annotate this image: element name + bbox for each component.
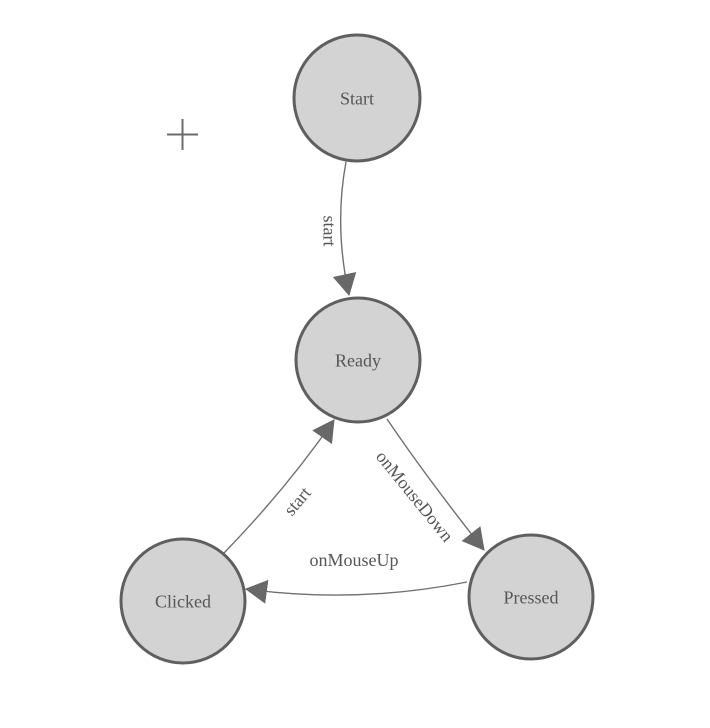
edge-label-onmousedown: onMouseDown xyxy=(372,447,457,546)
edge-clicked-to-ready[interactable]: start xyxy=(223,419,335,554)
node-clicked[interactable]: Clicked xyxy=(119,537,247,665)
edge-start-to-ready[interactable]: start xyxy=(320,161,357,296)
edge-ready-to-pressed[interactable]: onMouseDown xyxy=(372,418,485,551)
node-label-clicked: Clicked xyxy=(155,591,211,611)
edge-pressed-to-clicked[interactable]: onMouseUp xyxy=(245,550,468,604)
node-pressed[interactable]: Pressed xyxy=(467,533,595,661)
crosshair-cursor-icon xyxy=(167,119,198,150)
edge-label-start-bottom: start xyxy=(280,483,315,520)
edge-label-start-top: start xyxy=(320,216,340,247)
edge-label-onmouseup: onMouseUp xyxy=(310,550,399,570)
node-label-pressed: Pressed xyxy=(504,587,559,607)
node-start[interactable]: Start xyxy=(292,33,422,163)
node-ready[interactable]: Ready xyxy=(294,296,422,424)
node-label-start: Start xyxy=(340,88,374,108)
node-label-ready: Ready xyxy=(335,350,381,370)
